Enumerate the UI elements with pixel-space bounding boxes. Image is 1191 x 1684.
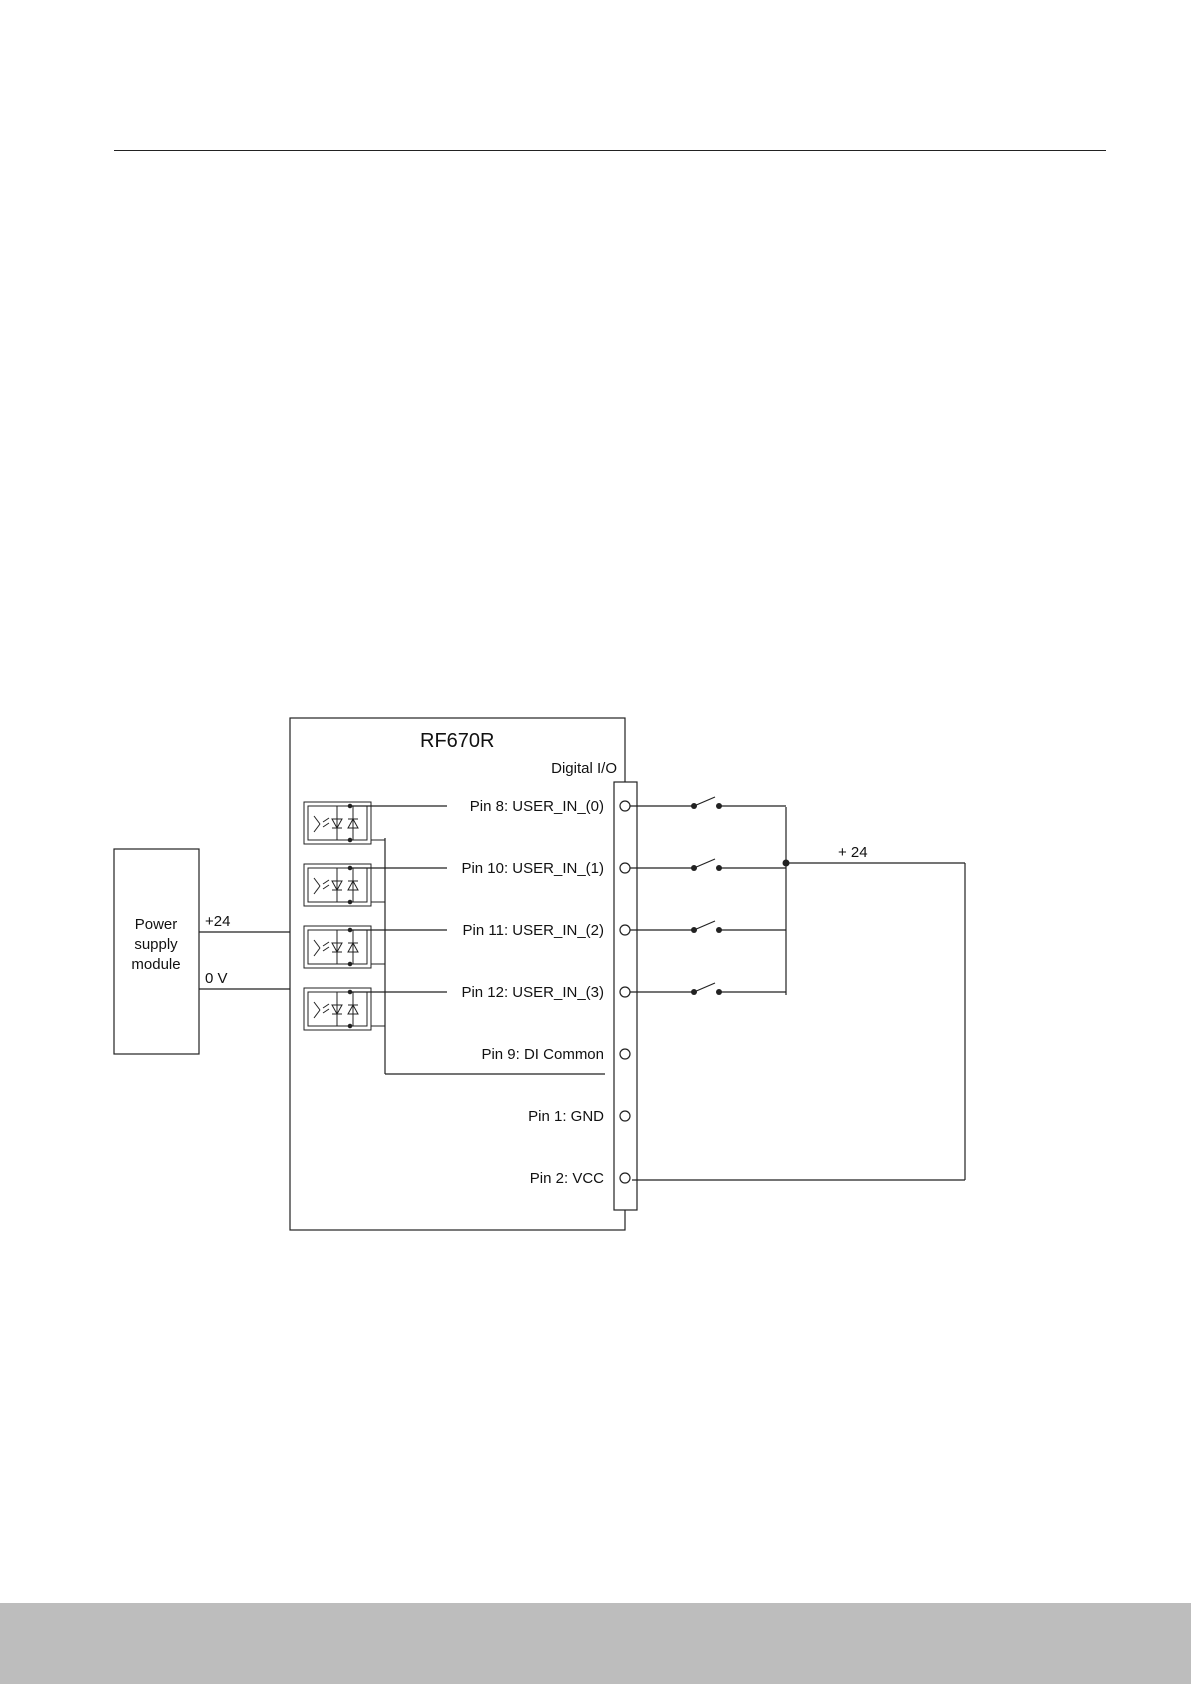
pin-terminal-4 [620,1049,630,1059]
pin-label-3: Pin 12: USER_IN_(3) [461,984,604,1001]
supply-zero-label: 0 V [205,970,228,987]
pin-label-5: Pin 1: GND [528,1108,604,1125]
power-module-line3: module [131,956,180,973]
switch-lever-3 [694,983,715,992]
switch-lever-2 [694,921,715,930]
pin-terminal-1 [620,863,630,873]
external-supply-label: + 24 [838,844,868,861]
supply-plus-label: +24 [205,913,230,930]
junction-dot [783,860,790,867]
pin-terminal-6 [620,1173,630,1183]
device-title: RF670R [420,730,494,752]
optocoupler-3 [304,988,385,1030]
pin-label-0: Pin 8: USER_IN_(0) [470,798,604,815]
device-box [290,718,625,1230]
pin-terminal-2 [620,925,630,935]
optocoupler-2 [304,926,385,968]
port-label: Digital I/O [551,760,617,777]
power-module-line2: supply [134,936,178,953]
pin-terminal-0 [620,801,630,811]
optocoupler-0 [304,802,385,844]
power-module-line1: Power [135,916,178,933]
pin-label-6: Pin 2: VCC [530,1170,604,1187]
pin-label-1: Pin 10: USER_IN_(1) [461,860,604,877]
pin-label-2: Pin 11: USER_IN_(2) [463,922,604,939]
optocoupler-1 [304,864,385,906]
pin-terminal-5 [620,1111,630,1121]
pin-terminal-3 [620,987,630,997]
switch-lever-0 [694,797,715,806]
pin-label-4: Pin 9: DI Common [481,1046,604,1063]
footer-band [0,1603,1191,1684]
switch-lever-1 [694,859,715,868]
